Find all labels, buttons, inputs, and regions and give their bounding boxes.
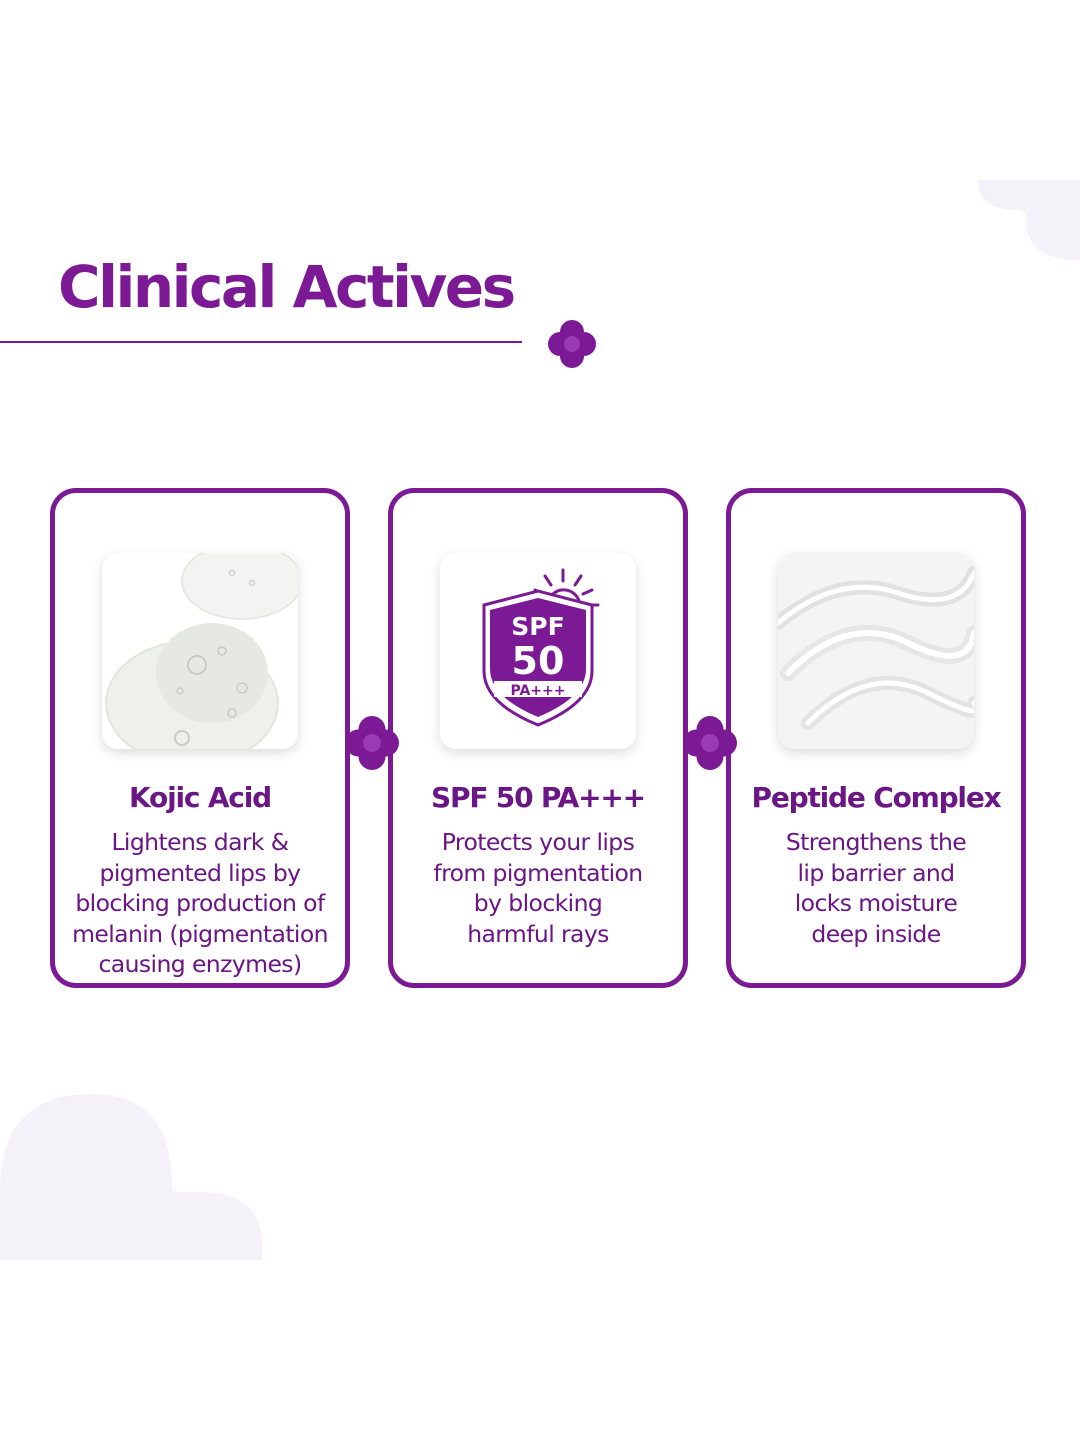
card-title: Peptide Complex <box>751 781 1002 814</box>
description-line: locks moisture <box>794 889 958 917</box>
card-description: Strengthens the lip barrier and locks mo… <box>731 827 1021 949</box>
plus-icon <box>345 716 399 770</box>
description-line: lip barrier and <box>797 858 955 887</box>
cream-texture-image <box>778 553 974 749</box>
description-line: blocking production of <box>75 889 325 917</box>
description-line: causing enzymes) <box>98 950 302 978</box>
description-line: from pigmentation <box>433 858 643 887</box>
card-spf: SPF 50 PA+++ SPF 50 PA+++ Protects your … <box>388 488 688 988</box>
title-underline <box>0 341 522 343</box>
description-line: melanin (pigmentation <box>72 919 328 948</box>
card-title: Kojic Acid <box>129 781 272 814</box>
card-description: Protects your lips from pigmentation by … <box>393 827 683 949</box>
page-title: Clinical Actives <box>58 253 516 321</box>
description-line: by blocking <box>473 889 603 917</box>
spf-label: SPF <box>511 612 564 641</box>
description-line: harmful rays <box>467 919 609 948</box>
card-peptide-complex: Peptide Complex Strengthens the lip barr… <box>726 488 1026 988</box>
decorative-cloud-blob-top <box>978 180 1080 260</box>
description-line: Strengthens the <box>785 828 967 856</box>
card-description: Lightens dark & pigmented lips by blocki… <box>55 827 345 980</box>
description-line: Lightens dark & <box>111 828 289 856</box>
spf-shield-icon: SPF 50 PA+++ <box>440 553 636 749</box>
description-line: deep inside <box>811 919 941 948</box>
card-title: SPF 50 PA+++ <box>431 781 646 814</box>
plus-icon <box>548 320 596 368</box>
decorative-cloud-blob-bottom <box>0 1094 262 1260</box>
description-line: pigmented lips by <box>99 858 302 887</box>
card-kojic-acid: Kojic Acid Lightens dark & pigmented lip… <box>50 488 350 988</box>
pa-label: PA+++ <box>510 683 565 699</box>
description-line: Protects your lips <box>441 828 635 856</box>
spf-number: 50 <box>512 639 565 683</box>
plus-icon <box>683 716 737 770</box>
gel-droplets-image <box>102 553 298 749</box>
